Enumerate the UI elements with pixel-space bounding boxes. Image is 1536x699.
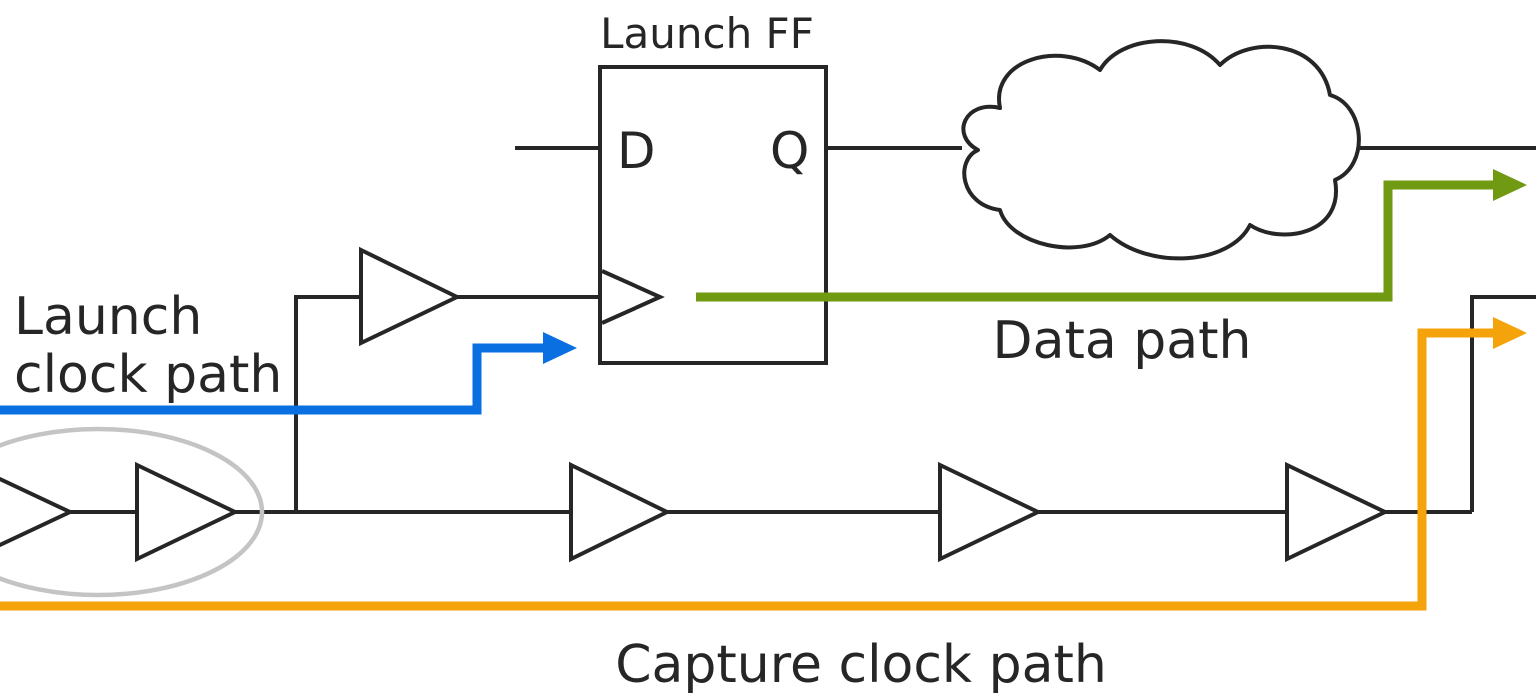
- launch-clock-branch-wire: [294, 295, 600, 512]
- capture-clock-path-line: [0, 328, 1495, 611]
- capture-clock-buffer-1: [569, 461, 672, 563]
- common-clock-ellipse: [0, 426, 265, 598]
- q-pin-label: Q: [770, 122, 809, 180]
- clock-pin-triangle: [601, 269, 665, 325]
- capture-clock-branch-wire: [1470, 295, 1536, 512]
- data-path-line: [696, 180, 1495, 302]
- launch-flip-flop: [598, 65, 828, 365]
- launch-clock-arrowhead: [543, 332, 577, 364]
- capture-clock-path-arrow: [0, 317, 1527, 611]
- capture-clock-buffer-2: [938, 461, 1043, 563]
- launch-clock-path-label-line1: Launch: [14, 287, 202, 347]
- shared-clock-buffer-2: [135, 461, 240, 563]
- shared-clock-buffer-1: [0, 476, 75, 548]
- launch-clock-path-label-line2: clock path: [14, 345, 282, 405]
- launch-clock-path-label: Launch clock path: [14, 287, 282, 405]
- d-pin-label: D: [617, 122, 656, 180]
- combinational-logic-cloud: [961, 39, 1361, 261]
- launch-ff-label: Launch FF: [600, 9, 814, 58]
- launch-clock-path-arrow: [0, 332, 577, 415]
- capture-clock-path-label: Capture clock path: [615, 635, 1107, 695]
- data-path-arrow: [696, 169, 1527, 302]
- data-path-arrowhead: [1493, 169, 1527, 201]
- launch-clock-buffer: [359, 246, 462, 347]
- data-path-label: Data path: [993, 311, 1252, 371]
- capture-clock-buffer-3: [1285, 461, 1390, 563]
- launch-clock-path-line: [0, 343, 545, 415]
- capture-clock-arrowhead: [1493, 317, 1527, 349]
